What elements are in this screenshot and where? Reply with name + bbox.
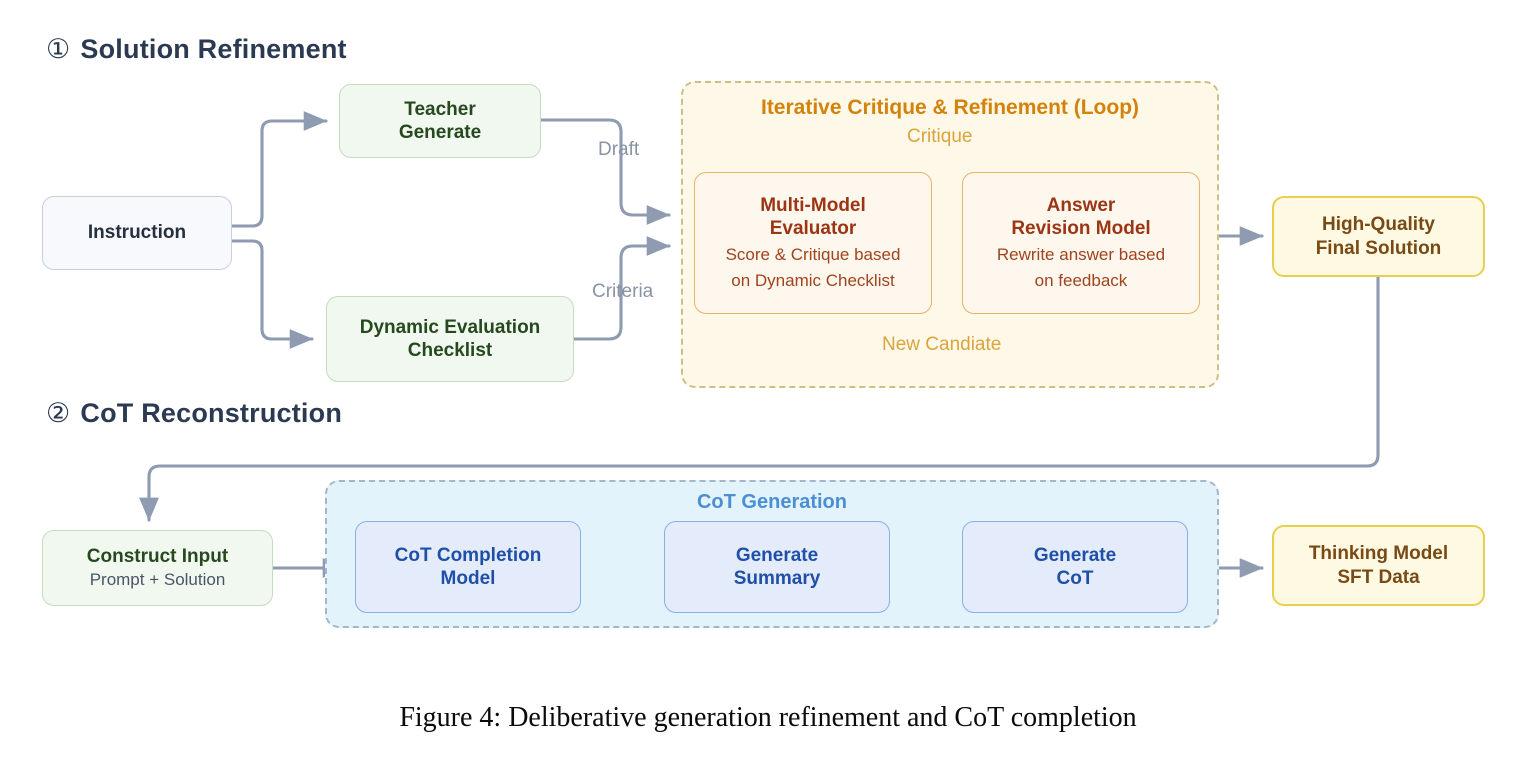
node-revision-label-line1: Answer <box>1046 195 1116 217</box>
node-generate-cot-label-line1: Generate <box>1033 544 1117 566</box>
node-sft-data-label-line2: SFT Data <box>1337 566 1420 588</box>
node-instruction-label: Instruction <box>87 222 187 244</box>
section-title-2: CoT Reconstruction <box>80 398 343 428</box>
container-loop-title: Iterative Critique & Refinement (Loop) <box>760 96 1140 119</box>
node-answer-revision-model[interactable]: Answer Revision Model Rewrite answer bas… <box>962 172 1200 314</box>
node-cot-completion-label-line1: CoT Completion <box>394 544 542 566</box>
edge-instruction-to-teacher <box>230 111 328 228</box>
node-dynamic-evaluation-checklist[interactable]: Dynamic Evaluation Checklist <box>326 296 574 382</box>
edge-label-new-candidate: New Candiate <box>878 334 1006 356</box>
node-generate-summary-label-line2: Summary <box>733 568 821 589</box>
node-generate-cot-label-line2: CoT <box>1056 568 1094 589</box>
node-construct-input-label: Construct Input <box>86 546 229 568</box>
node-teacher-generate[interactable]: Teacher Generate <box>339 84 541 158</box>
figure-caption: Figure 4: Deliberative generation refine… <box>399 702 1137 733</box>
node-evaluator-sub-line2: on Dynamic Checklist <box>731 271 895 291</box>
node-dynamic-checklist-label-line2: Checklist <box>407 340 493 361</box>
node-revision-sub-line2: on feedback <box>1034 271 1128 291</box>
section-title-1: Solution Refinement <box>80 34 347 64</box>
node-sft-data-label-line1: Thinking Model <box>1308 543 1449 565</box>
node-dynamic-checklist-label-line1: Dynamic Evaluation <box>359 316 541 338</box>
node-instruction[interactable]: Instruction <box>42 196 232 270</box>
section-heading-cot-reconstruction: ② CoT Reconstruction <box>46 398 342 429</box>
node-generate-summary[interactable]: Generate Summary <box>664 521 890 613</box>
node-cot-completion-label-line2: Model <box>440 568 496 589</box>
node-evaluator-label-line2: Evaluator <box>769 218 857 240</box>
node-teacher-generate-label-line2: Generate <box>398 122 482 143</box>
section-heading-solution-refinement: ① Solution Refinement <box>46 34 347 65</box>
node-evaluator-label-line1: Multi-Model <box>760 195 866 217</box>
node-generate-cot[interactable]: Generate CoT <box>962 521 1188 613</box>
edge-label-draft: Draft <box>598 139 640 160</box>
node-high-quality-final-solution[interactable]: High-Quality Final Solution <box>1272 196 1485 277</box>
node-final-solution-label-line1: High-Quality <box>1322 214 1435 236</box>
node-thinking-model-sft-data[interactable]: Thinking Model SFT Data <box>1272 525 1485 606</box>
edge-instruction-to-checklist <box>230 239 314 349</box>
node-construct-input[interactable]: Construct Input Prompt + Solution <box>42 530 273 606</box>
container-cot-generation-title: CoT Generation <box>696 491 847 513</box>
edge-label-criteria: Criteria <box>592 281 654 302</box>
node-revision-label-line2: Revision Model <box>1011 218 1151 240</box>
section-number-2: ② <box>46 398 71 428</box>
node-evaluator-sub-line1: Score & Critique based <box>725 245 901 265</box>
node-generate-summary-label-line1: Generate <box>735 544 819 566</box>
node-revision-sub-line1: Rewrite answer based <box>996 245 1166 265</box>
node-cot-completion-model[interactable]: CoT Completion Model <box>355 521 581 613</box>
node-construct-input-sub: Prompt + Solution <box>89 570 226 590</box>
node-final-solution-label-line2: Final Solution <box>1315 237 1442 259</box>
edge-teacher-to-evaluator <box>539 118 671 225</box>
node-multi-model-evaluator[interactable]: Multi-Model Evaluator Score & Critique b… <box>694 172 932 314</box>
node-teacher-generate-label-line1: Teacher <box>404 98 476 120</box>
section-number-1: ① <box>46 34 71 64</box>
edge-label-critique: Critique <box>903 126 977 148</box>
